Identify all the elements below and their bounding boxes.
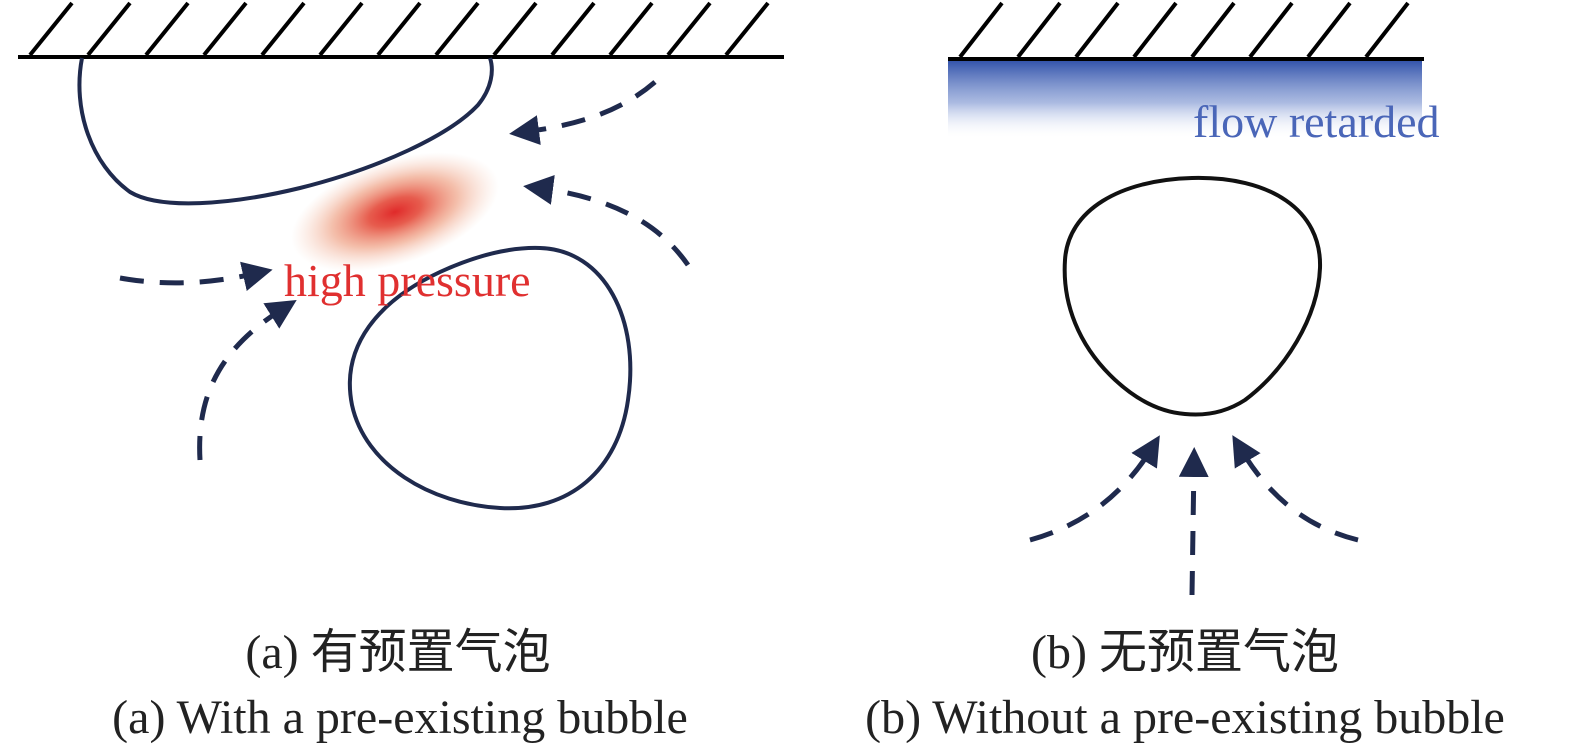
caption-a-en: (a) With a pre-existing bubble bbox=[112, 691, 688, 744]
pre-existing-bubble bbox=[77, 57, 494, 206]
high-pressure-region bbox=[291, 152, 499, 272]
panel-a: high pressure (a) 有预置气泡 (a) With a pre-e… bbox=[18, 1, 784, 744]
flow-retarded-label: flow retarded bbox=[1193, 96, 1440, 147]
wall-a bbox=[18, 1, 784, 59]
flow-arrow bbox=[523, 175, 691, 267]
caption-a-cn: (a) 有预置气泡 bbox=[245, 626, 550, 679]
panel-b: flow retarded (b) 无预置气泡 (b) Without a pr… bbox=[865, 1, 1505, 744]
flow-retarded-region bbox=[948, 59, 1422, 139]
flow-arrow bbox=[1232, 435, 1359, 543]
high-pressure-label: high pressure bbox=[284, 255, 531, 306]
caption-b-en: (b) Without a pre-existing bubble bbox=[865, 691, 1505, 744]
flow-arrow bbox=[197, 300, 297, 461]
bubble bbox=[1062, 175, 1323, 417]
flow-arrows-a bbox=[119, 80, 691, 461]
caption-b-cn: (b) 无预置气泡 bbox=[1031, 626, 1339, 679]
flow-arrow bbox=[509, 80, 657, 145]
flow-arrow bbox=[1029, 435, 1160, 543]
lower-bubble bbox=[347, 245, 633, 511]
wall-b bbox=[948, 1, 1424, 61]
flow-arrow bbox=[1178, 447, 1209, 596]
flow-arrow bbox=[119, 261, 273, 291]
flow-arrows-b bbox=[1029, 435, 1359, 596]
